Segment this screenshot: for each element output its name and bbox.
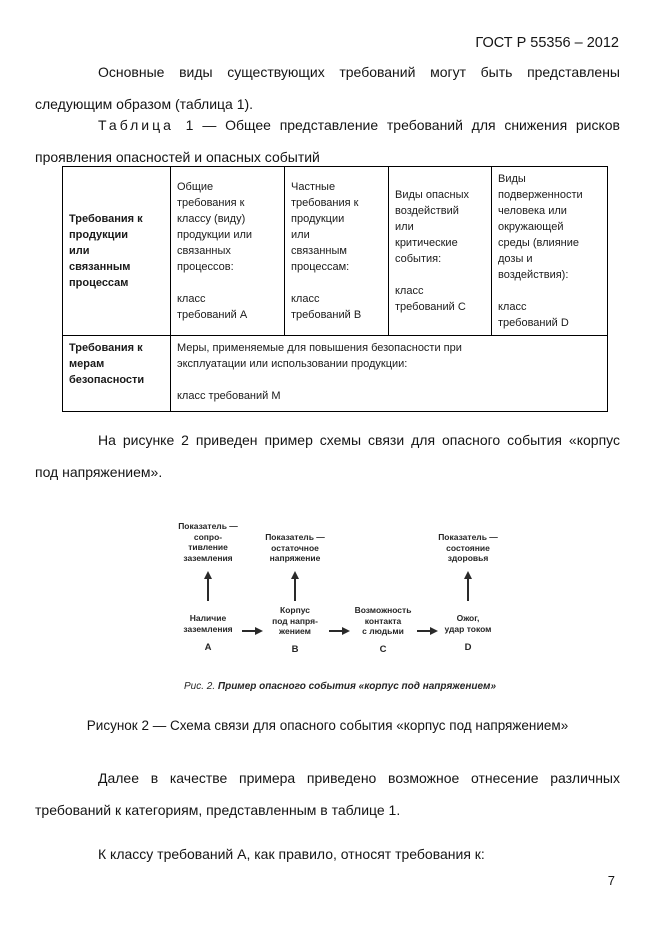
table-cell-product-requirements: Требования к продукции или связанным про… (62, 166, 171, 336)
paragraph-classification: Далее в качестве примера приведено возмо… (35, 762, 620, 826)
right-arrow-icon (242, 626, 263, 635)
table-row: Требования к продукции или связанным про… (62, 166, 608, 336)
up-arrow-icon (290, 571, 299, 601)
paragraph-class-a: К классу требований А, как правило, отно… (35, 838, 620, 870)
right-arrow-icon (329, 626, 350, 635)
indicator-label-a: Показатель — сопро- тивление заземления (178, 521, 238, 563)
table-1: Требования к продукции или связанным про… (62, 166, 608, 412)
table-cell-class-d: Виды подверженности человека или окружаю… (491, 166, 608, 336)
table-caption-text: — Общее представление требований для сни… (202, 117, 620, 133)
paragraph-intro-line1: Основные виды существующих требований мо… (98, 64, 620, 80)
letter-c: С (379, 644, 387, 655)
figure-2-diagram: Показатель — сопро- тивление заземления … (140, 513, 540, 713)
paragraph-intro: Основные виды существующих требований мо… (35, 56, 620, 120)
paragraph-classification-line2: требований к категориям, представленным … (35, 802, 401, 818)
paragraph-classification-line1: Далее в качестве примера приведено возмо… (98, 770, 620, 786)
table-caption: Таблица 1 — Общее представление требовани… (35, 109, 620, 173)
table-cell-safety-requirements: Требования к мерам безопасности (62, 335, 171, 412)
table-caption-label: Таблица 1 (98, 117, 197, 133)
table-caption-line1: Таблица 1 — Общее представление требовани… (35, 109, 620, 141)
table-cell-class-b: Частные требования к продукции или связа… (284, 166, 389, 336)
page-number: 7 (607, 873, 615, 888)
indicator-label-d: Показатель — состояние здоровья (438, 532, 498, 563)
paragraph-figure-intro: На рисунке 2 приведен пример схемы связи… (35, 424, 620, 488)
indicator-label-b: Показатель — остаточное напряжение (265, 532, 325, 563)
event-label-c: Возможность контакта с людьми (354, 605, 412, 636)
event-label-d: Ожог, удар током (444, 613, 492, 634)
table-caption-line2: проявления опасностей и опасных событий (35, 149, 320, 165)
figure-inline-caption-prefix: Рис. 2. (183, 681, 216, 692)
paragraph-class-a-line1: К классу требований А, как правило, отно… (98, 846, 485, 862)
event-label-b: Корпус под напря- жением (272, 605, 318, 636)
table-cell-class-c: Виды опасных воздействий или критические… (388, 166, 492, 336)
letter-d: D (464, 642, 472, 653)
doc-header: ГОСТ Р 55356 – 2012 (475, 35, 619, 51)
up-arrow-icon (203, 571, 212, 601)
table-cell-class-a: Общие требования к классу (виду) продукц… (170, 166, 285, 336)
paragraph-intro-line2: следующим образом (таблица 1). (35, 96, 254, 112)
paragraph-figure-intro-line1: На рисунке 2 приведен пример схемы связи… (98, 432, 620, 448)
event-label-a: Наличие заземления (183, 613, 233, 634)
letter-a: А (204, 642, 212, 653)
figure-inline-caption-text: Пример опасного события «корпус под напр… (217, 681, 497, 692)
figure-inline-caption: Рис. 2. Пример опасного события «корпус … (140, 680, 540, 693)
letter-b: В (291, 644, 299, 655)
figure-caption: Рисунок 2 — Схема связи для опасного соб… (86, 718, 569, 733)
paragraph-figure-intro-line2: под напряжением». (35, 464, 163, 480)
table-row: Требования к мерам безопасности Меры, пр… (62, 335, 608, 412)
up-arrow-icon (463, 571, 472, 601)
table-cell-class-m: Меры, применяемые для повышения безопасн… (170, 335, 608, 412)
right-arrow-icon (417, 626, 438, 635)
